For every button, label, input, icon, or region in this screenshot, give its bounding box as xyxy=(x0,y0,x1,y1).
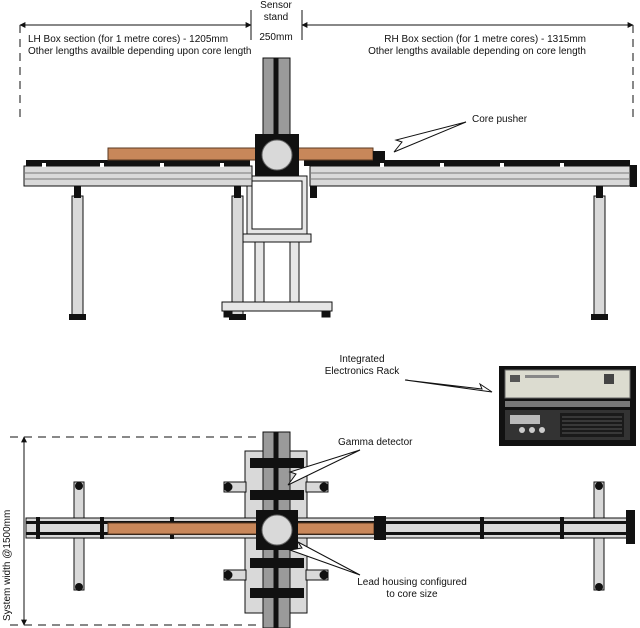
sensor-aperture xyxy=(261,139,293,171)
core-sample xyxy=(107,147,374,161)
lh-box-line1: LH Box section (for 1 metre cores) - 120… xyxy=(28,34,229,45)
rh-box-label: RH Box section (for 1 metre cores) - 131… xyxy=(330,34,586,58)
core-pusher-arrow xyxy=(393,121,467,153)
plan-sensor-aperture xyxy=(261,514,293,546)
plan-core-pusher xyxy=(374,516,386,540)
lh-box-section xyxy=(23,160,253,187)
lead-housing-line1: Lead housing configured xyxy=(357,577,467,588)
rh-box-line1: RH Box section (for 1 metre cores) - 131… xyxy=(384,34,586,45)
lead-housing-arrow xyxy=(288,541,361,576)
gamma-detector-label: Gamma detector xyxy=(338,437,413,448)
side-elevation xyxy=(23,57,637,320)
lh-box-label: LH Box section (for 1 metre cores) - 120… xyxy=(28,34,252,58)
rh-box-line2: Other lengths available depending on cor… xyxy=(368,46,586,57)
rack-line2: Electronics Rack xyxy=(324,366,400,377)
sensor-stand-line1: Sensor xyxy=(260,0,292,11)
rh-box-section xyxy=(304,160,637,187)
electronics-rack-label: Integrated Electronics Rack xyxy=(316,354,408,378)
plan-view xyxy=(10,431,635,628)
lead-housing-line2: to core size xyxy=(386,589,438,600)
plan-core-sample xyxy=(107,522,375,535)
lead-housing-label: Lead housing configured to core size xyxy=(350,577,474,601)
sensor-stand-frame xyxy=(221,175,333,318)
sensor-stand-line2: stand xyxy=(263,12,289,23)
system-width-dimension xyxy=(10,436,260,626)
housing-side-blocks xyxy=(223,481,329,581)
sensor-stand-length: 250mm xyxy=(259,32,293,43)
rack-line1: Integrated xyxy=(339,354,385,365)
gamma-detector-arrow xyxy=(287,449,361,486)
core-pusher-label: Core pusher xyxy=(472,114,528,125)
rack-arrow xyxy=(404,379,493,393)
lh-box-line2: Other lengths availble depending upon co… xyxy=(28,46,252,57)
gamma-detector-straps xyxy=(250,458,304,598)
top-dimension-lines xyxy=(19,10,634,120)
core-pusher xyxy=(373,151,385,163)
sensor-stand-label: Sensor stand 250mm xyxy=(246,0,306,44)
system-width-label: System width @1500mm xyxy=(2,509,13,621)
electronics-rack xyxy=(404,366,636,446)
rail-legs xyxy=(69,184,608,320)
